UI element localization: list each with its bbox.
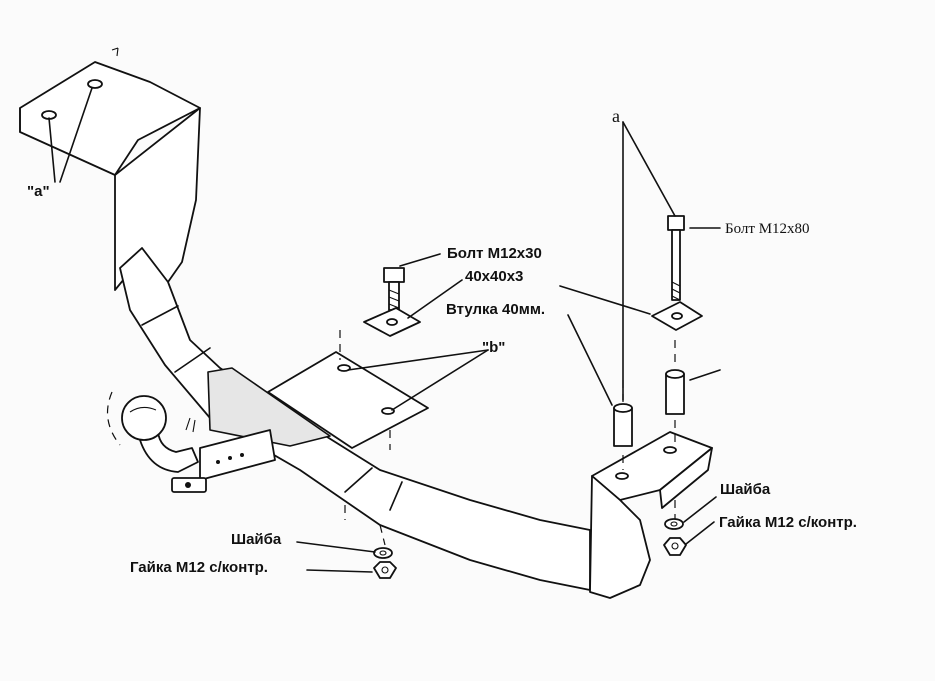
label-bolt-m12x30: Болт М12х30 [447, 245, 542, 262]
label-a-left: "a" [27, 183, 50, 200]
label-washer-left: Шайба [231, 531, 282, 548]
left-washer-nut [373, 547, 397, 579]
ball-arm-gusset [199, 367, 331, 481]
label-plate-40x40x3: 40х40х3 [465, 268, 523, 285]
leader-lines [48, 87, 721, 573]
tow-ball [106, 391, 207, 493]
label-sleeve-40mm: Втулка 40мм. [446, 301, 545, 318]
label-bolt-m12x80: Болт М12х80 [725, 221, 810, 237]
label-a-right: a [612, 106, 620, 126]
label-nut-left: Гайка М12 с/контр. [130, 559, 268, 576]
right-washer-nut [663, 518, 687, 556]
center-mounting-plate [267, 330, 429, 546]
label-b: "b" [482, 339, 505, 356]
right-sleeves-40mm [613, 340, 685, 520]
label-nut-right: Гайка М12 с/контр. [719, 514, 857, 531]
center-bolt-m12x30 [363, 267, 421, 337]
label-washer-right: Шайба [720, 481, 771, 498]
left-mounting-bracket [19, 47, 201, 291]
right-mounting-bracket [589, 431, 713, 599]
right-bolt-m12x80 [651, 215, 703, 331]
